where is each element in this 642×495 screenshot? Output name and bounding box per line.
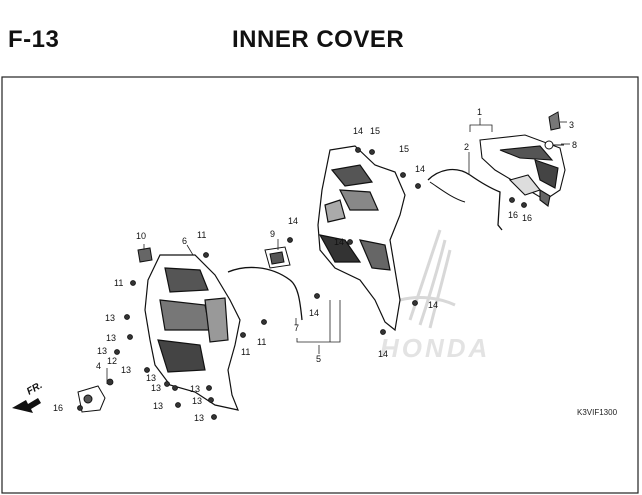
callout-c14b[interactable]: 14 — [415, 164, 425, 174]
callout-c14f[interactable]: 14 — [428, 300, 438, 310]
callout-c4[interactable]: 4 — [96, 361, 101, 371]
callout-c8[interactable]: 8 — [572, 140, 577, 150]
callout-c11d[interactable]: 11 — [241, 347, 250, 357]
callout-c3[interactable]: 3 — [569, 120, 574, 130]
callout-c16a[interactable]: 16 — [508, 210, 518, 220]
section-code: F-13 — [8, 26, 60, 53]
honda-wing-watermark — [399, 229, 456, 329]
callout-c13d[interactable]: 13 — [121, 365, 131, 375]
part-8-clip[interactable] — [544, 140, 564, 150]
diagram-frame: HONDA — [1, 76, 639, 494]
callout-c14a[interactable]: 14 — [353, 126, 363, 136]
screw-markers — [77, 147, 527, 420]
leader-lines — [106, 118, 570, 384]
callout-c13b[interactable]: 13 — [106, 333, 116, 343]
callout-c13e[interactable]: 13 — [146, 373, 156, 383]
page-title: INNER COVER — [232, 26, 405, 53]
callout-c5[interactable]: 5 — [316, 354, 321, 364]
part-1-meter-cover[interactable] — [479, 134, 566, 207]
callout-c7[interactable]: 7 — [294, 323, 299, 333]
callout-c16b[interactable]: 16 — [522, 213, 532, 223]
callout-c14g[interactable]: 14 — [378, 349, 388, 359]
callout-c13j[interactable]: 13 — [194, 413, 204, 423]
callout-c13a[interactable]: 13 — [105, 313, 115, 323]
part-6-left-inner-cover[interactable] — [144, 254, 241, 411]
callout-c13f[interactable]: 13 — [151, 383, 161, 393]
callout-c13i[interactable]: 13 — [192, 396, 202, 406]
part-10-grommet[interactable] — [137, 247, 153, 263]
callout-c16c[interactable]: 16 — [53, 403, 63, 413]
part-7-seal[interactable] — [227, 266, 303, 321]
part-3-clip[interactable] — [548, 111, 561, 131]
callout-c1[interactable]: 1 — [477, 107, 482, 117]
callout-c9[interactable]: 9 — [270, 229, 275, 239]
frame-border — [1, 76, 639, 494]
callout-c11c[interactable]: 11 — [257, 337, 266, 347]
callout-c12[interactable]: 12 — [107, 356, 117, 366]
part-4-bracket[interactable] — [77, 385, 106, 413]
part-2-seal[interactable] — [427, 168, 503, 231]
callout-c13c[interactable]: 13 — [97, 346, 107, 356]
callout-labels: 1 2 3 4 5 6 7 8 9 10 11 11 11 11 12 13 1… — [53, 107, 577, 423]
diagram-code: K3VIF1300 — [577, 408, 618, 417]
honda-watermark-text: HONDA — [380, 333, 490, 363]
callout-c14c[interactable]: 14 — [288, 216, 298, 226]
front-label: FR. — [25, 380, 44, 398]
part-2-seal-lower — [429, 181, 466, 203]
front-direction-arrow: FR. — [12, 380, 44, 413]
callout-c10[interactable]: 10 — [136, 231, 146, 241]
callout-c15b[interactable]: 15 — [399, 144, 409, 154]
part-9-clip[interactable] — [264, 246, 291, 269]
callout-c11a[interactable]: 11 — [197, 230, 206, 240]
callout-c15a[interactable]: 15 — [370, 126, 380, 136]
callout-c14e[interactable]: 14 — [309, 308, 319, 318]
callout-c13h[interactable]: 13 — [190, 384, 200, 394]
callout-c6[interactable]: 6 — [182, 236, 187, 246]
callout-c14d[interactable]: 14 — [334, 237, 344, 247]
callout-c11b[interactable]: 11 — [114, 278, 123, 288]
callout-c13g[interactable]: 13 — [153, 401, 163, 411]
part-5-inner-cover[interactable] — [317, 145, 406, 332]
callout-c2[interactable]: 2 — [464, 142, 469, 152]
